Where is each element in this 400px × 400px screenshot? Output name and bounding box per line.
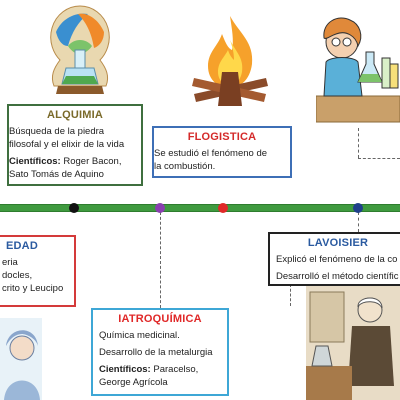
connector-scientist: [358, 128, 359, 158]
iatroquimica-scientists: Científicos: Paracelso,: [93, 363, 227, 376]
alquimia-title: ALQUIMIA: [47, 109, 103, 121]
antiguedad-card: EDAD eria docles, crito y Leucipo: [0, 235, 76, 307]
timeline-dot-iatroquimica: [155, 203, 165, 213]
alquimia-scientists-2: Sato Tomás de Aquino: [9, 169, 104, 180]
connector-lavoisier-bottom: [290, 284, 291, 306]
iatroquimica-title: IATROQUÍMICA: [118, 313, 202, 325]
lavoisier-card: LAVOISIER Explicó el fenómeno de la co D…: [268, 232, 400, 286]
connector-lavoisier: [358, 212, 359, 232]
antiguedad-text-1: eria: [2, 257, 18, 268]
campfire-icon: [192, 16, 268, 106]
scientist-lab-icon: [316, 17, 400, 123]
iatroquimica-card: IATROQUÍMICA Química medicinal. Desarrol…: [91, 308, 229, 396]
timeline-dot-lavoisier: [353, 203, 363, 213]
alquimia-scientists: Científicos: Roger Bacon,: [9, 155, 141, 168]
alquimia-text-2: filosofal y el elixir de la vida: [9, 139, 125, 150]
iatroquimica-scientists-value: Paracelso,: [150, 364, 199, 375]
flogistica-title: FLOGISTICA: [187, 131, 257, 143]
alquimia-text-1: Búsqueda de la piedra: [9, 126, 105, 137]
lavoisier-title: LAVOISIER: [307, 237, 369, 249]
alquimia-card: ALQUIMIA Búsqueda de la piedra filosofal…: [7, 104, 143, 186]
alquimia-scientists-value: Roger Bacon,: [60, 156, 122, 167]
lavoisier-laboratory-icon: [306, 286, 400, 400]
alchemy-flask-icon: [50, 5, 110, 94]
antiguedad-title: EDAD: [6, 240, 38, 252]
timeline-bar: [0, 204, 400, 212]
alquimia-scientists-label: Científicos:: [9, 156, 61, 167]
connector-scientist-h: [358, 158, 400, 159]
antiguedad-text-2: docles,: [2, 270, 33, 281]
timeline-dot-alquimia: [69, 203, 79, 213]
iatroquimica-text-2: Desarrollo de la metalurgia: [99, 347, 213, 358]
flogistica-card: FLOGISTICA Se estudió el fenómeno de la …: [152, 126, 292, 178]
ancient-woman-icon: [0, 318, 42, 400]
lavoisier-text-1: Explicó el fenómeno de la co: [276, 254, 398, 265]
flogistica-text-2: la combustión.: [154, 161, 216, 172]
timeline-dot-flogistica: [218, 203, 228, 213]
antiguedad-text-3: crito y Leucipo: [2, 283, 64, 294]
iatroquimica-scientists-2: George Agrícola: [99, 377, 168, 388]
iatroquimica-scientists-label: Científicos:: [99, 364, 151, 375]
connector-iatroquimica: [160, 212, 161, 308]
iatroquimica-text-1: Química medicinal.: [99, 330, 180, 341]
lavoisier-text-2: Desarrolló el método científic: [276, 271, 399, 282]
flogistica-text-1: Se estudió el fenómeno de: [154, 148, 268, 159]
